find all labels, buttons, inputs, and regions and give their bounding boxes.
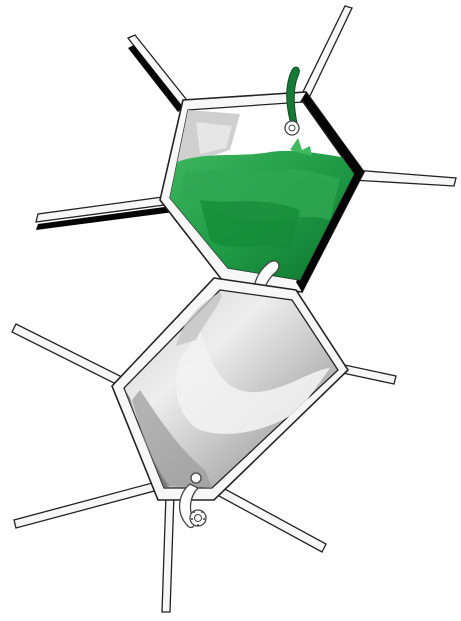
spoke-bottom-down <box>161 493 175 613</box>
bottom-cell-shade-mid <box>132 390 212 488</box>
spoke-upper-left-shadow <box>128 45 184 112</box>
spoke-left-lower <box>11 323 125 387</box>
top-cell <box>159 66 365 293</box>
green-stem-icon <box>286 66 300 129</box>
bottom-cell-shade-dark <box>124 388 170 488</box>
bottom-cell-shade-upper <box>176 292 222 346</box>
bottom-cell <box>111 277 350 501</box>
spoke-bottom-left <box>13 481 159 529</box>
spoke-right-mid <box>351 169 457 187</box>
spoke-upper-left <box>126 34 191 111</box>
bottom-cell-shade-light <box>176 330 330 434</box>
spoke-group <box>11 5 457 613</box>
hook-icon <box>179 472 207 529</box>
spoke-upper-right <box>299 5 353 101</box>
hook-icon <box>284 120 300 136</box>
spoke-left-mid-shadow <box>36 206 174 230</box>
spoke-bottom-right <box>207 481 327 553</box>
top-cell-wall-shade-2 <box>196 122 232 154</box>
